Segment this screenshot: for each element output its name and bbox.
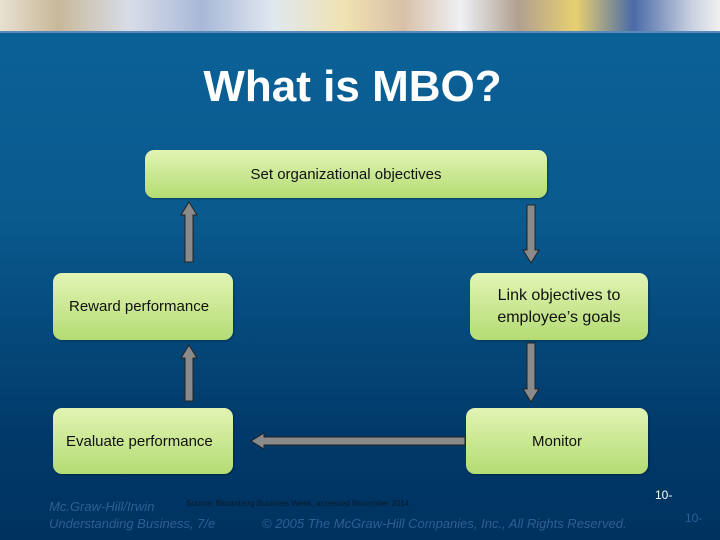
box-label: Monitor [531,432,583,450]
arrow-left-icon [250,432,466,450]
arrow-up-icon [180,344,198,402]
box-set-objectives: Set organizational objectives [145,150,547,198]
box-monitor: Monitor [466,408,648,474]
box-link-objectives: Link objectives to employee’s goals [470,273,648,340]
box-label: Evaluate performance [66,432,213,450]
footer-publisher: Mc.Graw-Hill/Irwin [49,499,155,514]
arrow-up-icon [180,201,198,263]
arrow-down-icon [522,204,540,264]
box-label: Link objectives to employee’s goals [497,286,621,326]
box-label: Reward performance [69,298,210,315]
page-number: 10- [655,488,673,502]
box-label: Set organizational objectives [250,165,442,183]
slide-title: What is MBO? [203,62,502,111]
box-evaluate-performance: Evaluate performance [53,408,233,474]
arrow-down-icon [522,342,540,403]
footer-copyright: © 2005 The McGraw-Hill Companies, Inc., … [262,516,627,531]
footer-book: Understanding Business, 7/e [49,516,216,531]
box-reward-performance: Reward performance [53,273,233,340]
header-banner [0,0,720,33]
source-note: Source: Bloomberg Business Week, accesse… [186,499,410,508]
page-number-footer: 10- [685,511,703,525]
